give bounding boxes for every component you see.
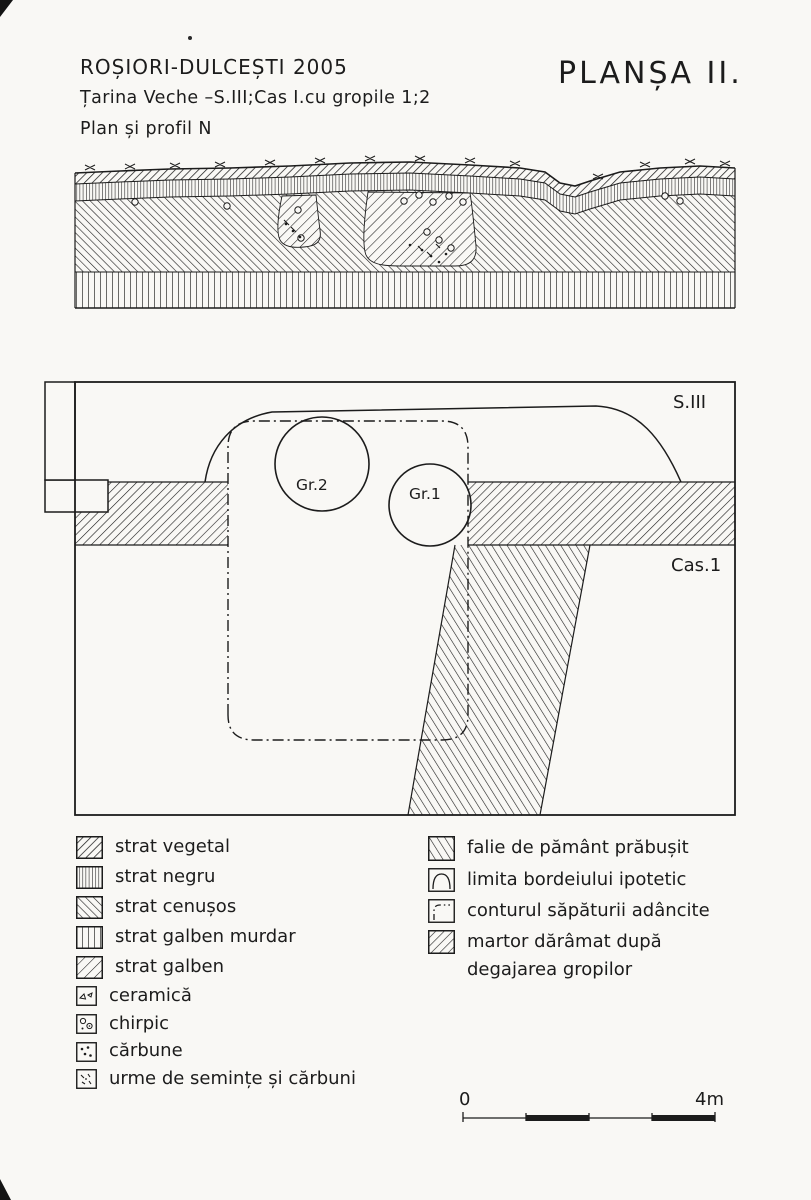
legend-swatch-carbune [76, 1041, 97, 1062]
legend-swatch-strat-galben-murdar [76, 926, 103, 949]
legend-swatch-falie [428, 836, 455, 861]
scan-artifact-bottom-left [0, 1179, 11, 1200]
scan-speck [188, 36, 192, 40]
legend-item-strat-vegetal: strat vegetal [76, 836, 421, 859]
legend-item-martor: martor dărâmat după [428, 930, 758, 954]
legend-right-column: falie de pământ prăbușit limita bordeiul… [428, 836, 758, 987]
deep-excavation-contour [227, 420, 469, 741]
legend-label-strat-galben-murdar: strat galben murdar [115, 926, 296, 948]
plate-number: PLANȘA II. [558, 56, 743, 91]
legend-item-contur-sapatura: conturul săpăturii adâncite [428, 899, 758, 923]
legend-label-martor-line2: degajarea gropilor [467, 959, 633, 980]
excavation-outline [74, 381, 736, 816]
dwelling-limit-curve [204, 405, 682, 483]
scan-artifact-top-left [0, 0, 13, 17]
outline-foot [44, 479, 109, 513]
legend-label-strat-negru: strat negru [115, 866, 216, 888]
legend-item-limita-bordei: limita bordeiului ipotetic [428, 868, 758, 892]
layer-line-2 [74, 189, 736, 215]
legend-swatch-strat-negru [76, 866, 103, 889]
legend-item-strat-galben-murdar: strat galben murdar [76, 926, 421, 949]
surface-line [74, 161, 736, 187]
legend-swatch-contur-sapatura [428, 899, 455, 923]
section-label: S.III [673, 392, 706, 413]
scale-bar: 0 4m [459, 1089, 724, 1122]
legend-item-strat-cenusos: strat cenușos [76, 896, 421, 919]
layer-strat-vegetal [75, 162, 735, 197]
layer-strat-galben-murdar [75, 272, 735, 308]
legend-label-chirpic: chirpic [109, 1012, 170, 1034]
legend-label-falie: falie de pământ prăbușit [467, 837, 689, 859]
profile-pit-large-hatch [363, 192, 477, 266]
legend-swatch-strat-vegetal [76, 836, 103, 859]
legend-item-falie: falie de pământ prăbușit [428, 836, 758, 861]
pit-gr1 [388, 463, 472, 547]
legend-item-strat-negru: strat negru [76, 866, 421, 889]
legend-label-ceramica: ceramică [109, 985, 192, 1006]
legend-item-strat-galben: strat galben [76, 956, 421, 979]
legend-label-contur-sapatura: conturul săpăturii adâncite [467, 899, 710, 921]
collapse-band [408, 545, 590, 815]
legend-swatch-strat-cenusos [76, 896, 103, 919]
pit-gr2 [274, 416, 370, 512]
layer-line-1 [74, 172, 736, 198]
legend-swatch-limita-bordei [428, 868, 455, 892]
scale-end-label: 4m [695, 1089, 724, 1110]
legend-item-carbune: cărbune [76, 1041, 421, 1062]
legend-label-strat-galben: strat galben [115, 956, 225, 978]
scale-bar-graphic [462, 1112, 716, 1122]
legend-swatch-chirpic [76, 1014, 97, 1034]
pit-gr2-label: Gr.2 [296, 476, 328, 494]
chirpic-inclusions [131, 191, 684, 252]
scale-start-label: 0 [459, 1089, 470, 1110]
legend-item-urme-seminte: urme de semințe și cărbuni [76, 1068, 421, 1090]
plan-drawing: S.III Cas.1 Gr.2 Gr.1 [44, 381, 736, 816]
legend-label-limita-bordei: limita bordeiului ipotetic [467, 868, 687, 890]
pit-gr1-label: Gr.1 [409, 485, 441, 503]
collapse-band-left-edge [407, 544, 456, 816]
legend-label-strat-cenusos: strat cenușos [115, 896, 237, 918]
collapse-band-right-edge [539, 544, 591, 816]
legend-swatch-urme-seminte [76, 1069, 97, 1090]
legend-label-urme-seminte: urme de semințe și cărbuni [109, 1068, 356, 1090]
layer-strat-negru [75, 173, 735, 214]
outline-strip [44, 381, 76, 481]
legend-label-martor: martor dărâmat după [467, 930, 662, 952]
profile-pit-small-hatch [277, 195, 321, 248]
legend-item-chirpic: chirpic [76, 1012, 421, 1035]
legend-label-carbune: cărbune [109, 1040, 183, 1062]
trench-label: Cas.1 [671, 555, 721, 576]
site-subtitle: Țarina Veche –S.III;Cas I.cu gropile 1;2 [80, 88, 431, 108]
legend-item-ceramica: ceramică [76, 985, 421, 1007]
legend-swatch-martor [428, 930, 455, 954]
seed-streaks [283, 219, 441, 258]
legend-swatch-strat-galben [76, 956, 103, 979]
legend-left-column: strat vegetal strat negru strat cenușos … [76, 836, 421, 1097]
drawing-caption: Plan și profil N [80, 119, 212, 139]
site-title: ROȘIORI-DULCEȘTI 2005 [80, 55, 348, 79]
legend-swatch-ceramica [76, 986, 97, 1007]
surface-marks [84, 155, 731, 180]
legend-label-strat-vegetal: strat vegetal [115, 836, 230, 858]
profile-drawing [74, 155, 736, 309]
